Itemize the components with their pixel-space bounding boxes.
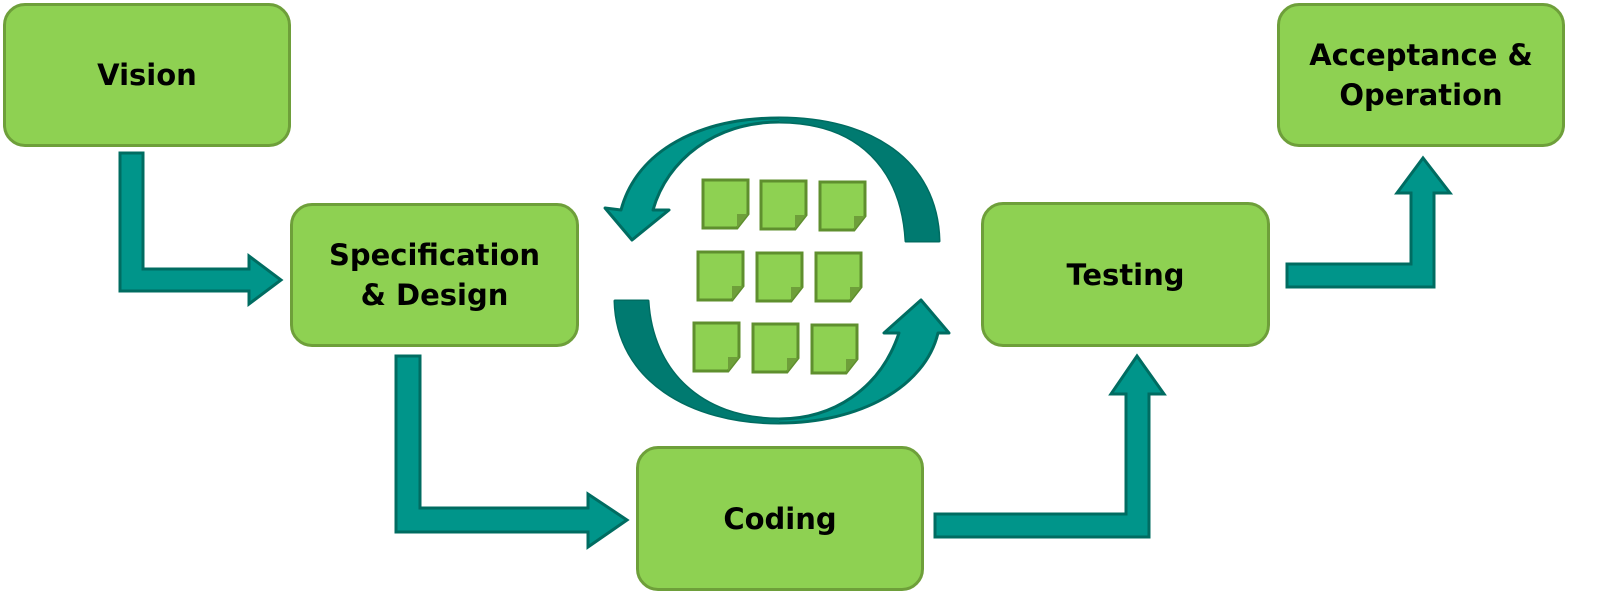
sticky-note-icon [810,323,859,375]
stage-vision-label: Vision [97,58,197,92]
stage-testing-label: Testing [1066,257,1185,292]
sticky-note-icon [755,251,804,303]
cycle-arrow-upper-shade [779,118,939,241]
stage-vision: Vision [3,3,291,147]
sticky-note-icon [751,322,800,374]
arrow-coding-to-testing [933,353,1167,539]
stage-specification-design: Specification & Design [290,203,579,347]
stage-acceptance-operation-label: Acceptance & Operation [1309,38,1533,112]
sticky-note-icon [692,321,741,373]
sticky-note-icon [818,180,867,232]
arrow-spec-to-coding [394,354,630,550]
arrow-testing-to-acceptance [1285,155,1454,289]
stage-coding-label: Coding [723,501,837,536]
sticky-note-icon [701,178,750,230]
stage-testing: Testing [981,202,1270,347]
sticky-note-icon [759,179,808,231]
sticky-note-icon [814,251,863,303]
stage-coding: Coding [636,446,924,591]
arrow-vision-to-spec [118,151,284,307]
sticky-note-icon [696,250,745,302]
cycle-arrow-lower-shade [615,301,779,423]
work-items [692,178,867,375]
stage-specification-design-label: Specification & Design [328,238,541,312]
stage-acceptance-operation: Acceptance & Operation [1277,3,1565,147]
